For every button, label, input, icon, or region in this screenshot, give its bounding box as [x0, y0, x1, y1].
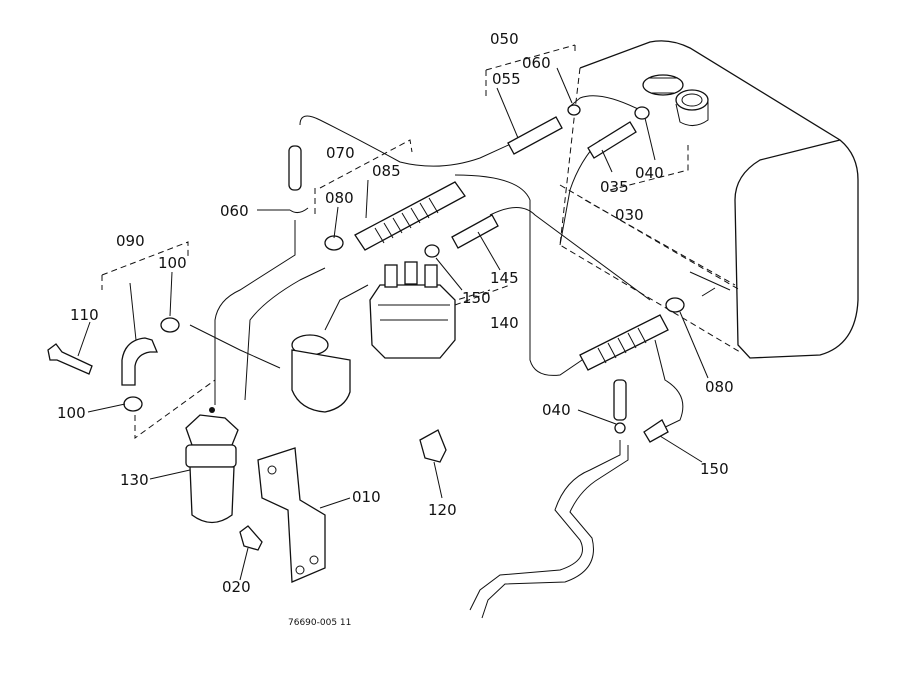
diagram-code: 76690-005 11: [288, 618, 351, 628]
leader-lines: [77, 67, 709, 581]
bolts: [47, 343, 263, 551]
label-050: 050: [490, 30, 519, 48]
label-020: 020: [222, 578, 251, 596]
label-085: 085: [372, 162, 401, 180]
label-060-top: 060: [522, 54, 551, 72]
feed-pump: [291, 284, 369, 413]
label-040-top: 040: [635, 164, 664, 182]
label-100-top: 100: [158, 254, 187, 272]
fuel-lines: [189, 95, 716, 619]
label-110: 110: [70, 306, 99, 324]
clip: [419, 429, 447, 463]
callout-brackets: [101, 44, 689, 439]
label-080-left: 080: [325, 189, 354, 207]
part-labels: 050 060 055 070 085 080 060 040 035 030 …: [57, 30, 734, 628]
fuel-tank: [559, 40, 859, 359]
label-040-bottom: 040: [542, 401, 571, 419]
label-120: 120: [428, 501, 457, 519]
bracket: [257, 447, 326, 583]
label-060-left: 060: [220, 202, 249, 220]
label-055: 055: [492, 70, 521, 88]
label-150-right: 150: [700, 460, 729, 478]
fuel-filter: [185, 407, 239, 524]
label-070: 070: [326, 144, 355, 162]
label-130: 130: [120, 471, 149, 489]
hoses: [121, 116, 669, 443]
clamps: [123, 104, 685, 434]
label-080-right: 080: [705, 378, 734, 396]
label-035: 035: [600, 178, 629, 196]
label-030: 030: [615, 206, 644, 224]
label-090: 090: [116, 232, 145, 250]
label-145: 145: [490, 269, 519, 287]
label-010: 010: [352, 488, 381, 506]
label-150-mid: 150: [462, 289, 491, 307]
label-100-bottom: 100: [57, 404, 86, 422]
label-140: 140: [490, 314, 519, 332]
filler-cap: [642, 74, 709, 126]
injection-pump: [369, 261, 456, 359]
